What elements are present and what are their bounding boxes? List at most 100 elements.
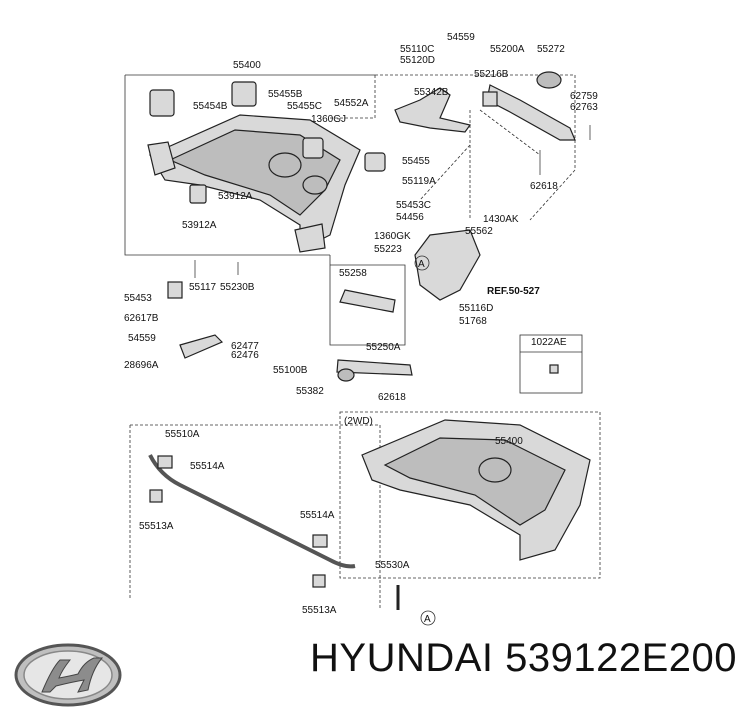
label-53912a-1: 53912A [218,191,253,202]
label-55400-b: 55400 [495,436,523,447]
label-54559-b: 54559 [128,333,156,344]
ref-circle-a-2 [420,610,436,626]
label-55513a-1: 55513A [139,521,174,532]
label-55272: 55272 [537,44,565,55]
stabilizer-bar [148,454,400,610]
bushing-55382 [337,368,355,382]
label-62618-b: 62618 [378,392,406,403]
label-55110c: 55110C [400,44,434,55]
frame-upper-arm [375,74,576,221]
label-55453c: 55453C [396,200,431,211]
label-55455b: 55455B [268,89,303,100]
label-55250a: 55250A [366,342,401,353]
label-ref-50-527: REF.50-527 [487,286,540,297]
bushing-53912a [189,184,207,204]
label-55382: 55382 [296,386,324,397]
bushing-55455 [364,152,386,172]
bushing-55455b [231,81,257,107]
label-55562: 55562 [465,226,493,237]
label-ref-a-1: A [418,259,425,270]
label-62763: 62763 [570,102,598,113]
crossmember-2wd-inner [383,437,566,526]
ref-circle-a-1 [414,255,430,271]
label-55230b: 55230B [220,282,255,293]
parts-diagram: 55400 54559 55110C 55120D 55200A 55272 5… [124,32,601,626]
label-51768: 51768 [459,316,487,327]
label-55513a-2: 55513A [302,605,337,616]
label-55342b: 55342B [414,87,449,98]
label-55258: 55258 [339,268,367,279]
label-55453: 55453 [124,293,152,304]
label-28696a: 28696A [124,360,159,371]
label-55116d: 55116D [459,303,493,314]
label-55514a-1: 55514A [190,461,225,472]
label-1022ae: 1022AE [531,337,567,348]
frame-stabilizer [130,424,381,610]
bushing-55454b [149,89,175,117]
crossmember-main [147,81,386,299]
bushing-55513a-2 [312,574,326,588]
label-54559: 54559 [447,32,475,43]
arm-55200a [486,84,576,141]
brand-part-number: HYUNDAI 539122E200 [310,636,737,680]
label-62477: 62477 [231,341,259,352]
label-54456: 54456 [396,212,424,223]
bushing-55272 [536,71,562,89]
frame-2wd [339,411,601,579]
bushing-55513a-1 [149,489,163,503]
label-2wd: (2WD) [344,416,373,427]
bushing-55216b [482,91,498,107]
label-62618: 62618 [530,181,558,192]
bushing-55455c [302,137,324,159]
arm-55120d [394,87,472,133]
label-55400: 55400 [233,60,261,71]
dash-line-2 [479,109,541,156]
link-55100b [336,359,413,376]
label-55514a-2: 55514A [300,510,335,521]
group-frames [124,74,601,610]
label-53912a-2: 53912A [182,220,217,231]
label-62476: 62476 [231,350,259,361]
knuckle [414,229,481,301]
label-55119a: 55119A [402,176,436,187]
label-54552a: 54552A [334,98,369,109]
frame-assist-arm [329,255,406,346]
label-55117: 55117 [189,282,217,293]
callout-labels: 55400 54559 55110C 55120D 55200A 55272 5… [124,32,598,625]
label-55530a: 55530A [375,560,410,571]
bracket-55514a-2 [312,534,328,548]
frame-subframe [124,75,330,256]
label-1430ak: 1430AK [483,214,519,225]
arm-55250a [339,289,396,313]
label-62617b: 62617B [124,313,159,324]
washer-55453 [167,281,183,299]
frame-1022ae [519,334,583,394]
crossmember-2wd-hole [478,457,512,483]
label-55216b: 55216B [474,69,509,80]
dash-line-3 [419,144,471,201]
hyundai-logo-icon [14,643,122,707]
label-ref-a-2: A [424,614,431,625]
frame-lower-arm [330,75,376,119]
bracket-55514a-1 [157,455,173,469]
label-55454b: 55454B [193,101,228,112]
label-62759: 62759 [570,91,598,102]
bracket-62476 [179,334,224,359]
crossmember-hole-1 [268,152,302,178]
label-1360gk: 1360GK [374,231,411,242]
label-55120d: 55120D [400,55,435,66]
label-55455: 55455 [402,156,430,167]
knuckle-assembly [179,229,559,382]
label-1360gj: 1360GJ [311,114,346,125]
label-55223: 55223 [374,244,402,255]
bar-55510a [148,454,356,569]
label-55200a: 55200A [490,44,525,55]
crossmember-2wd [361,419,591,561]
crossmember-hole-2 [302,175,328,195]
label-55455c: 55455C [287,101,322,112]
mount-right [294,223,326,253]
label-55510a: 55510A [165,429,200,440]
label-55100b: 55100B [273,365,308,376]
nut-1022ae [549,364,559,374]
mount-left [147,141,176,176]
